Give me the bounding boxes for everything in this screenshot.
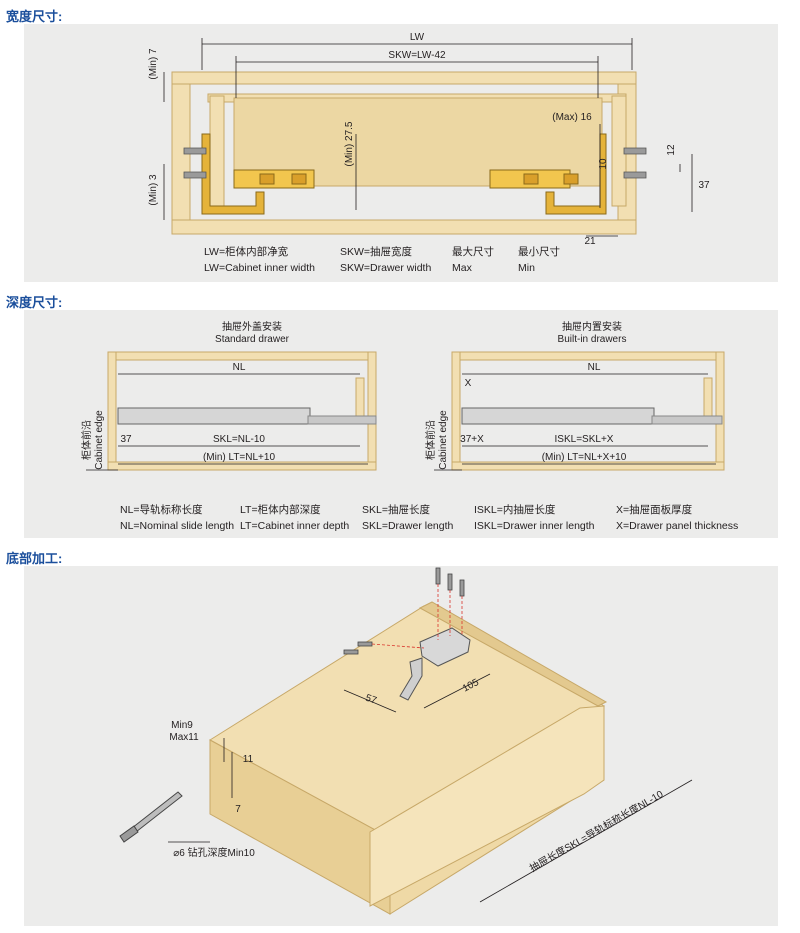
legend-iskl-cn: ISKL=内抽屉长度 [474,504,556,516]
bi-lt: (Min) LT=NL+X+10 [542,452,627,463]
dim-21: 21 [584,236,596,247]
legend-max-cn: 最大尺寸 [452,246,494,258]
std-cabinet-front [107,351,117,471]
depth-legend-1: NL=导轨标称长度 NL=Nominal slide length [120,502,234,534]
legend-iskl-en: ISKL=Drawer inner length [474,520,595,532]
legend-max-en: Max [452,262,472,274]
depth-panel: 抽屉外盖安装 Standard drawer 抽屉内置安装 Built-in d… [24,310,778,538]
std-edge-cn: 柜体前沿 [80,420,93,460]
screw-icon [435,567,441,585]
std-drawer-back [355,377,365,419]
dim-max16: (Max) 16 [552,112,592,123]
std-cabinet-top [107,351,377,361]
std-cabinet-back [367,351,377,471]
bi-slide [461,407,723,425]
bi-edge-cn: 柜体前沿 [424,420,437,460]
dim-12: 12 [666,144,677,156]
dim-min27: (Min) 27.5 [344,121,355,166]
depth-legend-3: SKL=抽屉长度 SKL=Drawer length [362,502,453,534]
dim-37: 37 [698,180,710,191]
bi-iskl: ISKL=SKL+X [555,434,614,445]
depth-legend-5: X=抽屉面板厚度 X=Drawer panel thickness [616,502,738,534]
left-runner [201,133,315,215]
screw-icon [357,641,373,647]
screw-icon [459,579,465,597]
bi-x: X [465,378,472,389]
depth-diagram: 抽屉外盖安装 Standard drawer 抽屉内置安装 Built-in d… [80,320,725,471]
dim-min9: Min9 [171,720,193,731]
dim-min3: (Min) 3 [148,174,159,206]
dim-lw: LW [410,32,425,43]
cabinet-bottom-panel [171,219,637,235]
dim-11: 11 [243,754,254,765]
std-37: 37 [120,434,132,445]
legend-skw-en: SKW=Drawer width [340,262,432,274]
bi-cabinet-front [451,351,461,471]
legend-nl-cn: NL=导轨标称长度 [120,504,203,516]
builtin-title-en: Built-in drawers [558,334,627,345]
std-cabinet-bottom [107,461,377,471]
std-lt: (Min) LT=NL+10 [203,452,276,463]
width-diagram: LW SKW=LW-42 (Max) 16 (Min) 27.5 (Min) 7… [148,32,710,247]
legend-skl-cn: SKL=抽屉长度 [362,504,430,516]
legend-min-en: Min [518,262,535,274]
dim-57: 57 [364,693,379,707]
depth-legend-4: ISKL=内抽屉长度 ISKL=Drawer inner length [474,502,595,534]
cabinet-top-panel [171,71,637,85]
screw-icon [183,147,207,155]
dim-min7: (Min) 7 [148,48,159,80]
std-skl: SKL=NL-10 [213,434,265,445]
bottom-panel: Min9 Max11 11 7 57 105 ⌀6 钻孔深度Min10 抽屉长度… [24,566,778,926]
legend-x-cn: X=抽屉面板厚度 [616,504,693,516]
std-slide [117,407,377,425]
section-title-bottom: 底部加工: [6,551,63,566]
bi-nl: NL [588,362,601,373]
bottom-diagram: Min9 Max11 11 7 57 105 ⌀6 钻孔深度Min10 抽屉长度… [119,567,693,915]
width-legend-3: 最大尺寸 Max [452,244,494,276]
bi-cabinet-bottom [451,461,725,471]
legend-lw-cn: LW=柜体内部净宽 [204,246,289,258]
legend-lw-en: LW=Cabinet inner width [204,262,315,274]
drawer-back-edge [418,601,608,707]
width-legend-2: SKW=抽屉宽度 SKW=Drawer width [340,244,431,276]
legend-skw-cn: SKW=抽屉宽度 [340,246,413,258]
dim-max11: Max11 [169,732,199,743]
width-legend-1: LW=柜体内部净宽 LW=Cabinet inner width [204,244,315,276]
dim-skw: SKW=LW-42 [388,50,446,61]
legend-skl-en: SKL=Drawer length [362,520,454,532]
legend-lt-en: LT=Cabinet inner depth [240,520,350,532]
dim-7: 7 [235,804,241,815]
legend-x-en: X=Drawer panel thickness [616,520,739,532]
section-title-depth: 深度尺寸: [6,295,63,310]
section-title-width: 宽度尺寸: [6,9,63,24]
bi-cabinet-top [451,351,725,361]
bi-drawer-back [703,377,713,419]
screw-icon [343,649,359,655]
standard-title-en: Standard drawer [215,334,290,345]
legend-lt-cn: LT=柜体内部深度 [240,504,321,516]
drill-bit-icon [119,791,183,843]
legend-min-cn: 最小尺寸 [518,246,560,258]
width-legend-4: 最小尺寸 Min [518,244,560,276]
depth-legend-2: LT=柜体内部深度 LT=Cabinet inner depth [240,502,349,534]
std-edge-en: Cabinet edge [94,410,105,470]
drawer-left-wall [209,95,225,207]
std-nl: NL [233,362,246,373]
dim-10: 10 [598,158,609,170]
screw-icon [623,171,647,179]
drill-note: ⌀6 钻孔深度Min10 [173,846,255,859]
bi-cabinet-back [715,351,725,471]
legend-nl-en: NL=Nominal slide length [120,520,235,532]
standard-title-cn: 抽屉外盖安装 [222,320,282,333]
bi-37x: 37+X [460,434,484,445]
drawer-panel [369,705,605,907]
screw-icon [183,171,207,179]
bracket-icon [399,627,471,701]
bi-edge-en: Cabinet edge [438,410,449,470]
screw-icon [447,573,453,591]
cabinet-left-side [171,83,191,235]
screw-icon [623,147,647,155]
builtin-title-cn: 抽屉内置安装 [562,320,622,333]
width-panel: LW SKW=LW-42 (Max) 16 (Min) 27.5 (Min) 7… [24,24,778,282]
